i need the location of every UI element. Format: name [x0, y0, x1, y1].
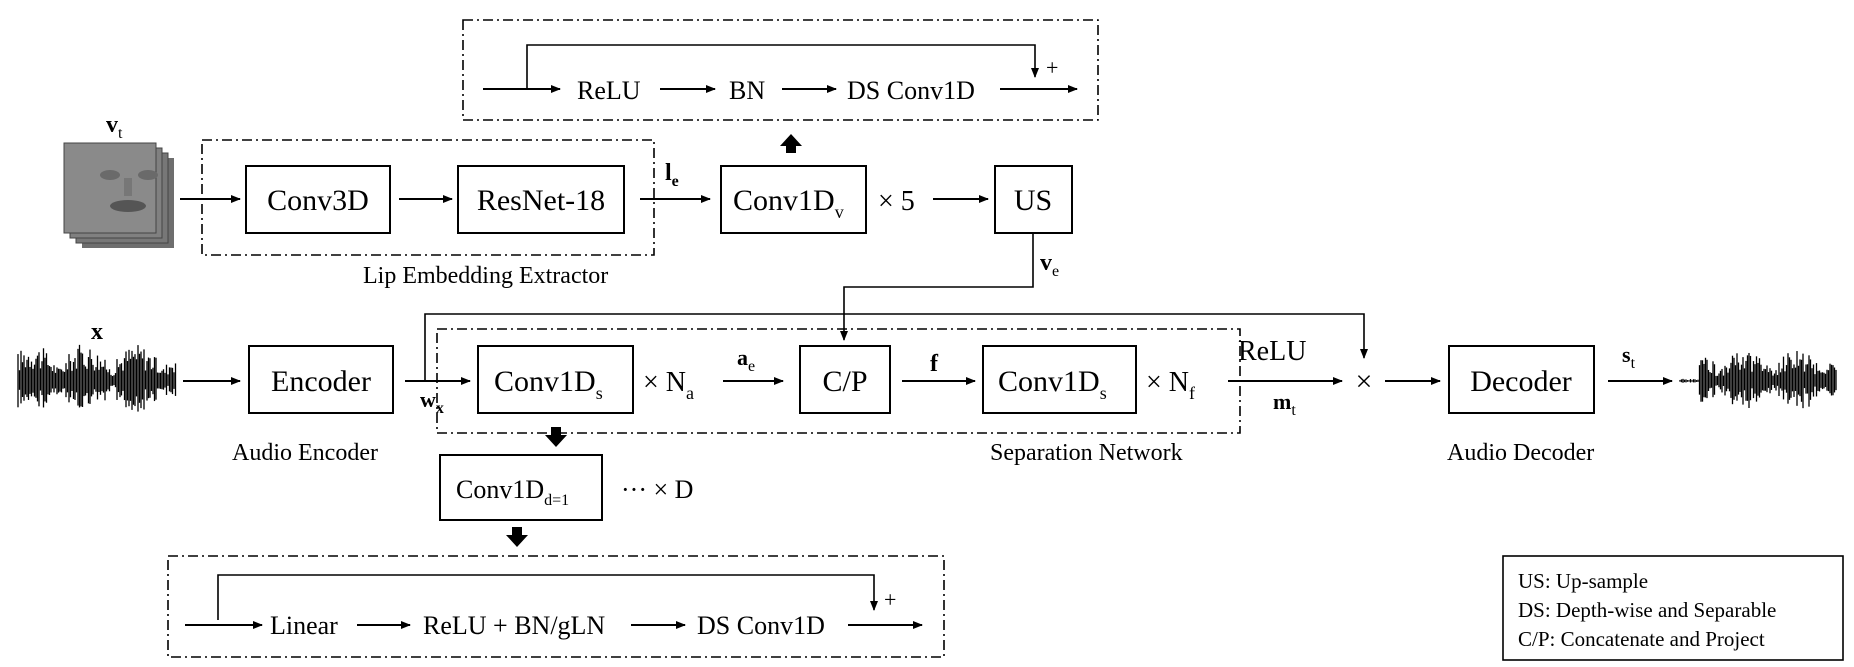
expand-up-arrow: [780, 134, 802, 153]
us-label: US: [1014, 184, 1052, 217]
plus-bottom: +: [884, 587, 896, 612]
x-label: x: [91, 319, 103, 345]
ds-conv-label-bottom: DS Conv1D: [697, 611, 825, 640]
legend-item-ds: DS: Depth-wise and Separable: [1518, 598, 1776, 622]
decoder-box: [1448, 345, 1595, 414]
st-label: st: [1622, 342, 1636, 372]
audio-decoder-label: Audio Decoder: [1447, 440, 1594, 466]
bn-label-top: BN: [729, 76, 765, 105]
multiply-symbol: ×: [1356, 365, 1373, 398]
plus-top: +: [1046, 55, 1058, 80]
audio-encoder-label: Audio Encoder: [232, 440, 378, 466]
le-label: le: [665, 160, 679, 190]
separation-network-label: Separation Network: [990, 440, 1183, 466]
encoder-label: Encoder: [271, 365, 371, 398]
output-waveform: [1679, 351, 1837, 409]
conv1d-dilated-label: Conv1Dd=1: [456, 475, 569, 509]
cp-box: [799, 345, 891, 414]
f-label: f: [930, 351, 939, 377]
lip-extractor-frame: [201, 139, 655, 256]
resnet18-label: ResNet-18: [477, 184, 605, 217]
times-d-label: ··· × D: [621, 475, 693, 504]
expand-down-arrow-1: [545, 427, 567, 447]
conv3d-box: [245, 165, 391, 234]
input-waveform: [17, 344, 177, 412]
conv3d-label: Conv3D: [267, 184, 369, 217]
encoder-box: [248, 345, 394, 414]
us-box: [994, 165, 1073, 234]
conv1dv-box: [720, 165, 867, 234]
linear-label: Linear: [270, 611, 338, 640]
resnet18-box: [457, 165, 625, 234]
times-nf-label: × Nf: [1146, 367, 1195, 403]
relu-bn-label: ReLU + BN/gLN: [423, 611, 605, 640]
conv1ds-f-label: Conv1Ds: [998, 365, 1107, 403]
lip-frames-image: [63, 142, 174, 248]
wx-label: wx: [420, 387, 444, 417]
cp-label: C/P: [822, 365, 867, 398]
conv1ds-a-label: Conv1Ds: [494, 365, 603, 403]
conv1ds-a-box: [477, 345, 634, 414]
expand-down-arrow-2: [506, 527, 528, 547]
skip-connection-wx: [424, 313, 1368, 381]
ds-block-top-frame: [462, 19, 1099, 121]
relu-label-top: ReLU: [577, 76, 641, 105]
ds-block-bottom-frame: [167, 555, 945, 658]
conv1ds-f-box: [982, 345, 1137, 414]
ae-label: ae: [737, 345, 755, 375]
lip-extractor-label: Lip Embedding Extractor: [363, 263, 608, 289]
vt-label: vt: [106, 112, 123, 142]
conv1d-dilated-box: [439, 454, 603, 521]
ve-label: ve: [1040, 250, 1059, 280]
times-na-label: × Na: [643, 367, 694, 403]
legend-item-cp: C/P: Concatenate and Project: [1518, 627, 1765, 651]
ds-conv-label-top: DS Conv1D: [847, 76, 975, 105]
residual-connection-top: [526, 44, 1039, 89]
conv1dv-label: Conv1Dv: [733, 184, 844, 222]
times-5-label: × 5: [878, 186, 915, 217]
mt-label: mt: [1273, 389, 1296, 419]
relu-mask-label: ReLU: [1238, 336, 1306, 367]
legend-item-us: US: Up-sample: [1518, 569, 1648, 593]
residual-connection-bottom: [217, 574, 878, 620]
legend-box: [1502, 555, 1844, 661]
ve-connection: [840, 233, 1034, 341]
decoder-label: Decoder: [1470, 365, 1572, 398]
